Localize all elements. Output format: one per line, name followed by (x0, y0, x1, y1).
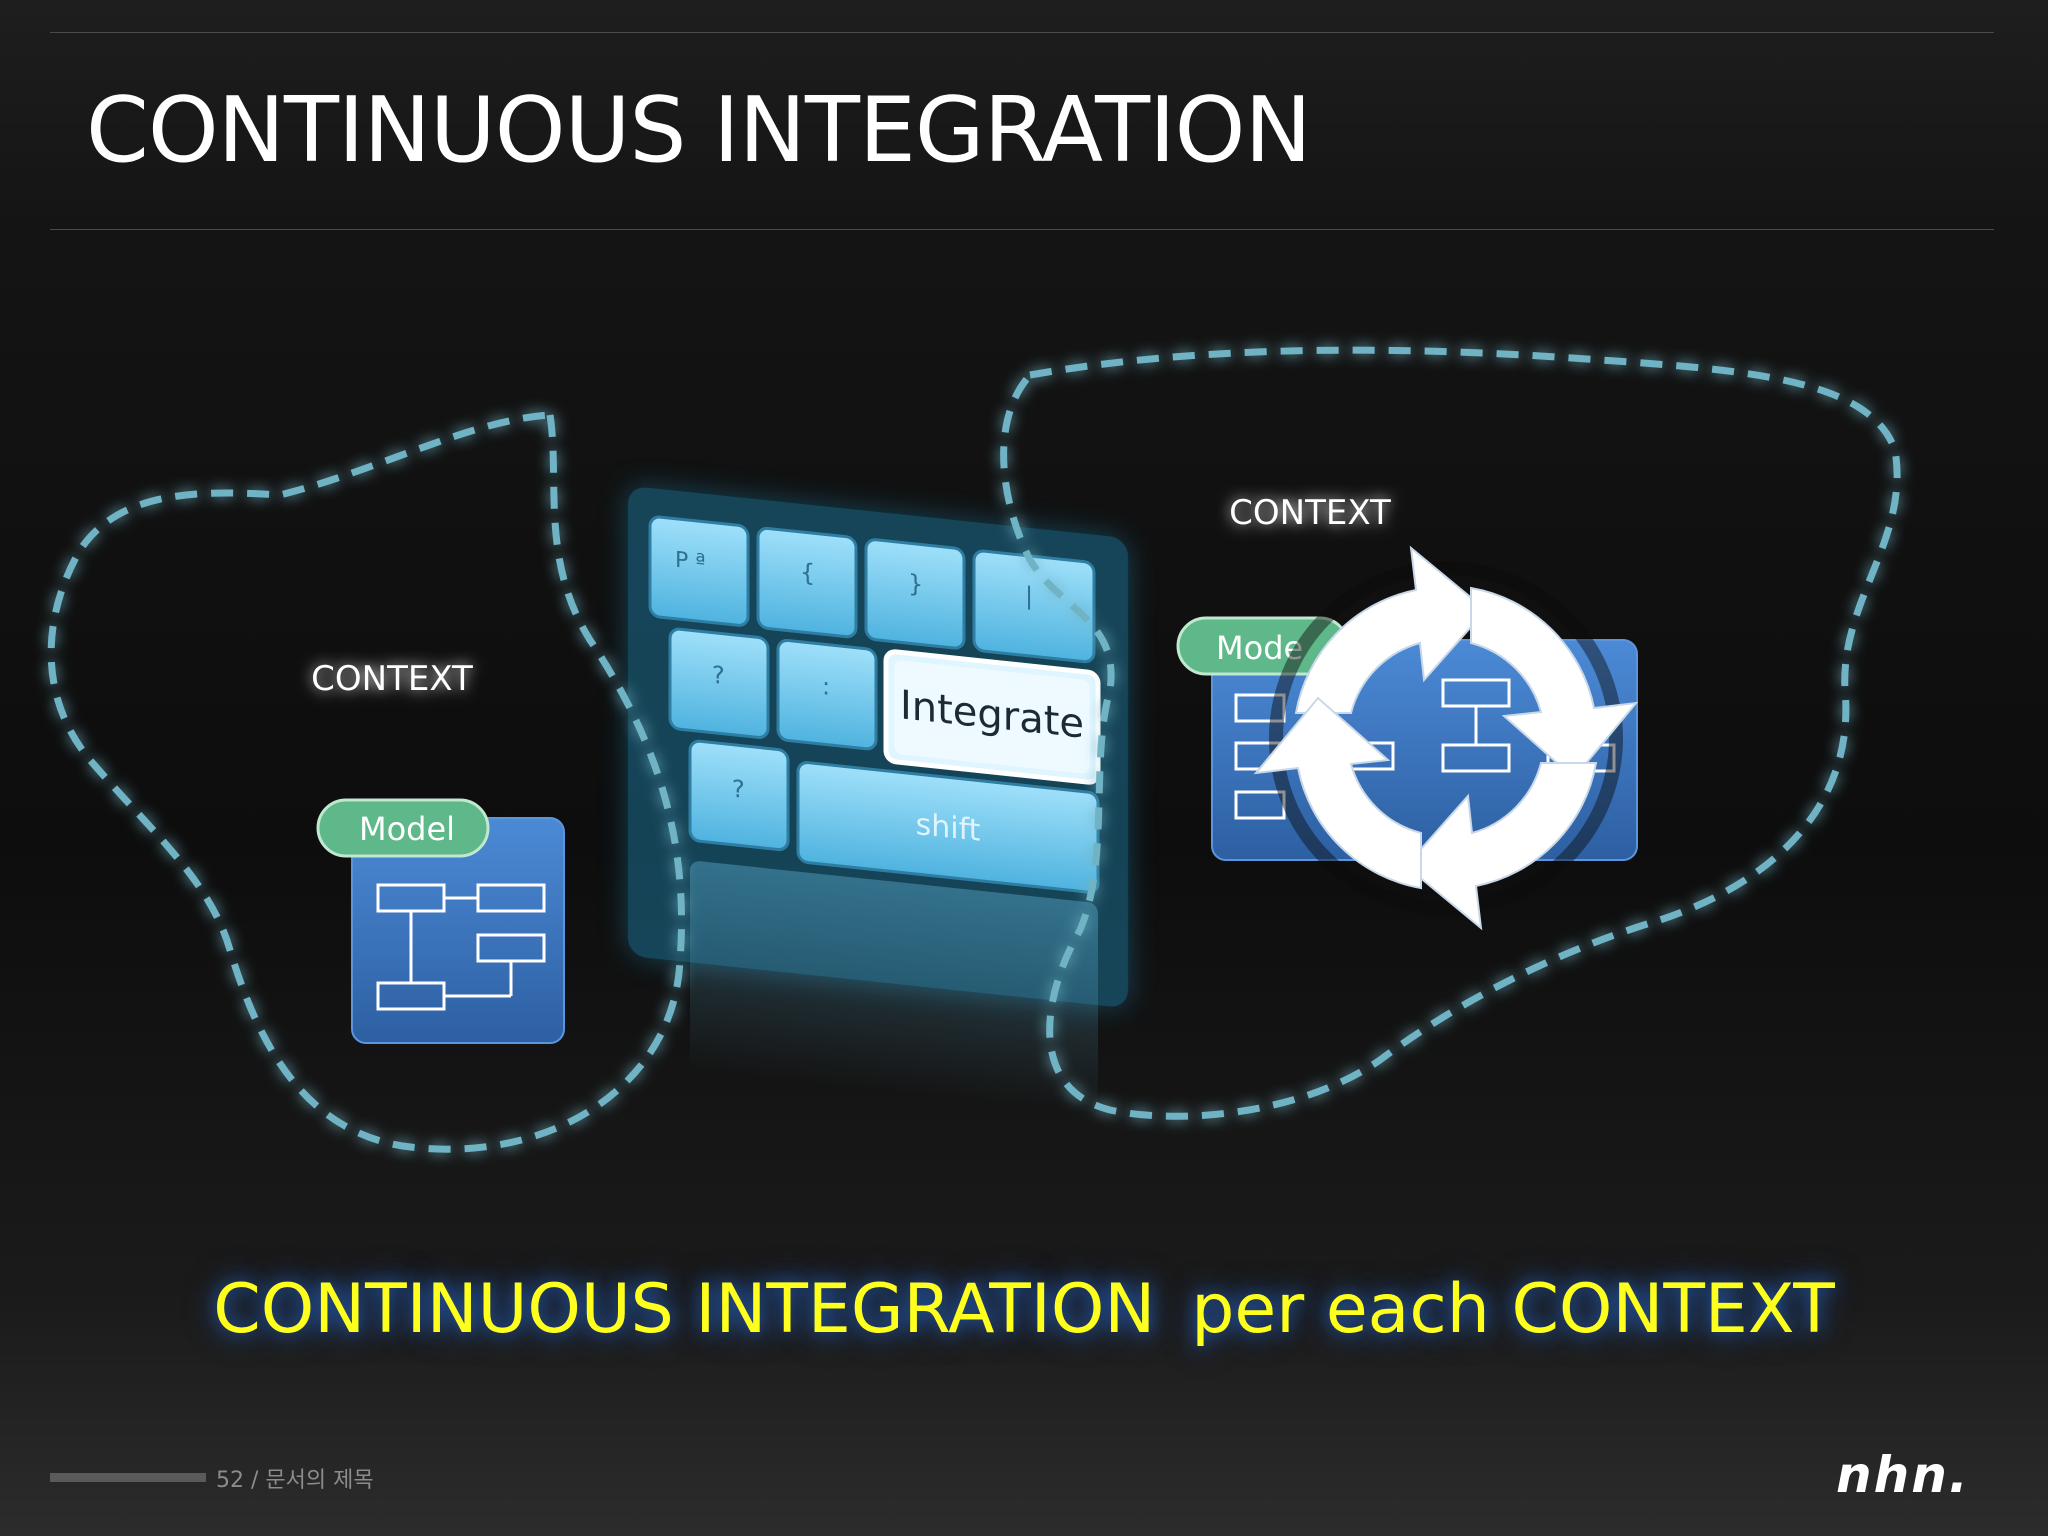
key-label: ? (732, 775, 745, 804)
key (756, 526, 858, 639)
key-label: P ª (675, 548, 706, 576)
right-context-label: CONTEXT (1229, 493, 1391, 533)
key (776, 638, 878, 751)
page-number: 52 (216, 1468, 244, 1493)
key (668, 627, 770, 739)
title-bottom-rule (50, 229, 1994, 230)
footer-bar (50, 1473, 206, 1482)
keyboard: P ª { } | ? : Integrate ? shift (628, 487, 1128, 1113)
footer: 52 / 문서의 제목 (216, 1462, 374, 1494)
key (648, 515, 750, 627)
caption-tail: per each CONTEXT (1191, 1270, 1835, 1349)
model-tab (316, 798, 490, 858)
key (972, 549, 1096, 664)
left-context-boundary (47, 411, 686, 1153)
keyboard-reflection (690, 861, 1098, 1113)
shift-key-label: shift (916, 807, 981, 849)
left-context-label: CONTEXT (311, 659, 473, 699)
document-title: 문서의 제목 (265, 1468, 374, 1493)
key (864, 538, 966, 650)
integrate-key: Integrate (883, 649, 1101, 785)
key (688, 739, 790, 852)
slide-title: CONTINUOUS INTEGRATION (86, 78, 1312, 183)
key-label: : (822, 672, 830, 701)
key-label: | (1025, 582, 1033, 611)
caption-main: CONTINUOUS INTEGRATION (213, 1270, 1156, 1349)
key-label: } (908, 569, 923, 599)
left-model: Model (316, 798, 565, 1044)
model-tab-label: Model (359, 810, 455, 848)
nhn-logo: nhn. (1836, 1446, 1970, 1504)
right-context-boundary (1000, 346, 1901, 1120)
title-top-rule (50, 32, 1994, 33)
uml-boxes (376, 883, 546, 1011)
key-label: ? (712, 661, 725, 690)
key-row-2: ? : (668, 627, 878, 751)
key-label: { (800, 558, 815, 588)
key-row-1: P ª { } | (648, 515, 1096, 664)
slide-caption: CONTINUOUS INTEGRATION per each CONTEXT (0, 1270, 2048, 1349)
footer-separator: / (244, 1468, 266, 1493)
model-tab-label: Mode (1216, 629, 1303, 667)
cycle-arrows-icon (1253, 545, 1639, 931)
